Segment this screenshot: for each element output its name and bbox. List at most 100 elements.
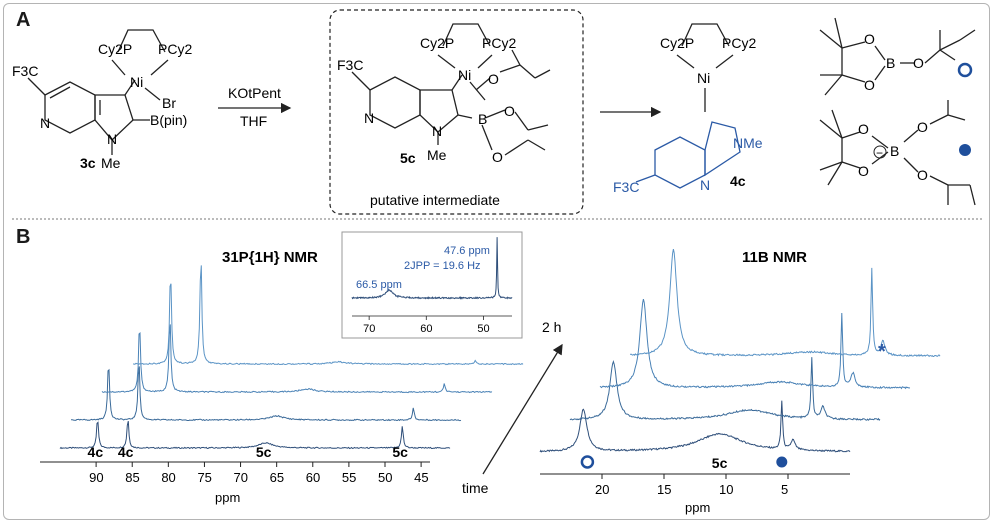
borate-o4: O bbox=[917, 167, 928, 183]
b11-title: 11B NMR bbox=[742, 249, 807, 266]
inset-spectrum bbox=[351, 237, 513, 300]
borate-b: B bbox=[890, 143, 899, 159]
intermediate-b: B bbox=[478, 111, 487, 127]
p31-peak-label: 4c bbox=[118, 444, 134, 460]
time-end-label: 2 h bbox=[542, 319, 561, 335]
product-4c bbox=[635, 23, 741, 189]
intermediate-5c bbox=[351, 23, 551, 156]
intermediate-o2: O bbox=[504, 103, 515, 119]
p31-tick-label: 45 bbox=[414, 470, 428, 485]
panel-b-label: B bbox=[16, 226, 31, 248]
p31-tick-label: 65 bbox=[270, 470, 284, 485]
intermediate-o1: O bbox=[488, 71, 499, 87]
b11-tick-label: 5 bbox=[781, 482, 788, 497]
intermediate-o3: O bbox=[492, 149, 503, 165]
inset-tick-label: 60 bbox=[420, 323, 432, 335]
inset-trace bbox=[351, 237, 513, 300]
ester-b: B bbox=[886, 55, 895, 71]
intermediate-p-left: Cy2P bbox=[420, 35, 454, 51]
product-nme: NMe bbox=[733, 135, 763, 151]
intermediate-caption: putative intermediate bbox=[370, 192, 500, 208]
borate-o3: O bbox=[917, 119, 928, 135]
ester-o1: O bbox=[864, 31, 875, 47]
b11-traces bbox=[539, 248, 941, 453]
product-p-left: Cy2P bbox=[660, 35, 694, 51]
time-label: time bbox=[462, 480, 489, 496]
b11-star-marker: * bbox=[878, 341, 886, 363]
product-cf3: F3C bbox=[613, 179, 639, 195]
inset-tick-label: 70 bbox=[363, 323, 375, 335]
product-p-right: PCy2 bbox=[722, 35, 756, 51]
b11-filled-circle-marker bbox=[776, 456, 788, 468]
b11-peak-label: 5c bbox=[712, 455, 728, 471]
panel-divider bbox=[12, 218, 982, 220]
p31-tick-label: 55 bbox=[342, 470, 356, 485]
b11-trace-3 bbox=[599, 298, 911, 390]
reactant-ring-n: N bbox=[40, 115, 50, 131]
inset-x-ticks: 70 60 50 bbox=[363, 316, 490, 335]
inset-peak-label-2: 47.6 ppm bbox=[444, 245, 490, 257]
p31-trace-2 bbox=[71, 366, 462, 422]
b11-tick-label: 20 bbox=[595, 482, 609, 497]
p31-traces bbox=[59, 265, 524, 450]
intermediate-ring-n: N bbox=[364, 110, 374, 126]
p31-tick-label: 90 bbox=[89, 470, 103, 485]
ester-o3: O bbox=[913, 55, 924, 71]
b11-markers: 5c bbox=[580, 455, 788, 471]
reactant-me: Me bbox=[101, 155, 121, 171]
borate-o2: O bbox=[858, 163, 869, 179]
p31-tick-label: 80 bbox=[161, 470, 175, 485]
b11-tick-label: 10 bbox=[719, 482, 733, 497]
p31-title: 31P{1H} NMR bbox=[222, 249, 318, 266]
reactant-p-left: Cy2P bbox=[98, 41, 132, 57]
p31-tick-label: 50 bbox=[378, 470, 392, 485]
b11-open-circle-marker bbox=[580, 455, 595, 469]
borate bbox=[819, 100, 976, 206]
boronate-ester bbox=[819, 17, 976, 96]
b11-trace-2 bbox=[569, 357, 881, 421]
reactant-p-right: PCy2 bbox=[158, 41, 192, 57]
ester-o2: O bbox=[864, 77, 875, 93]
p31-tick-label: 85 bbox=[125, 470, 139, 485]
intermediate-ni: Ni bbox=[458, 67, 471, 83]
intermediate-id: 5c bbox=[400, 150, 416, 166]
reactant-id: 3c bbox=[80, 155, 96, 171]
b11-trace-4 bbox=[629, 248, 941, 358]
reactant-bpin: B(pin) bbox=[150, 112, 187, 128]
b11-trace-1 bbox=[539, 400, 851, 453]
intermediate-n: N bbox=[432, 123, 442, 139]
borate-charge-ring bbox=[873, 145, 887, 159]
inset-peak-label-1: 66.5 ppm bbox=[356, 279, 402, 291]
p31-peak-label: 5c bbox=[392, 444, 408, 460]
p31-trace-1 bbox=[59, 420, 451, 450]
reactant-3c bbox=[27, 29, 169, 155]
b11-x-label: ppm bbox=[685, 500, 710, 515]
product-id: 4c bbox=[730, 173, 746, 189]
p31-peak-label: 5c bbox=[256, 444, 272, 460]
reactant-cf3: F3C bbox=[12, 63, 38, 79]
intermediate-me: Me bbox=[427, 147, 447, 163]
figure-frame bbox=[3, 3, 990, 520]
time-arrow bbox=[482, 343, 563, 475]
p31-tick-label: 75 bbox=[197, 470, 211, 485]
p31-tick-label: 70 bbox=[234, 470, 248, 485]
reactant-br: Br bbox=[162, 95, 176, 111]
p31-peak-label: 4c bbox=[88, 444, 104, 460]
inset-frame bbox=[341, 231, 523, 339]
reagent-label: KOtPent bbox=[228, 85, 281, 101]
p31-trace-4 bbox=[133, 265, 524, 366]
filled-circle-marker bbox=[959, 144, 971, 156]
solvent-label: THF bbox=[240, 113, 267, 129]
product-ring-n: N bbox=[700, 177, 710, 193]
intermediate-p-right: PCy2 bbox=[482, 35, 516, 51]
panel-a-label: A bbox=[16, 9, 31, 31]
p31-tick-label: 60 bbox=[306, 470, 320, 485]
reactant-n: N bbox=[107, 131, 117, 147]
inset-tick-label: 50 bbox=[477, 323, 489, 335]
p31-x-label: ppm bbox=[215, 490, 240, 505]
